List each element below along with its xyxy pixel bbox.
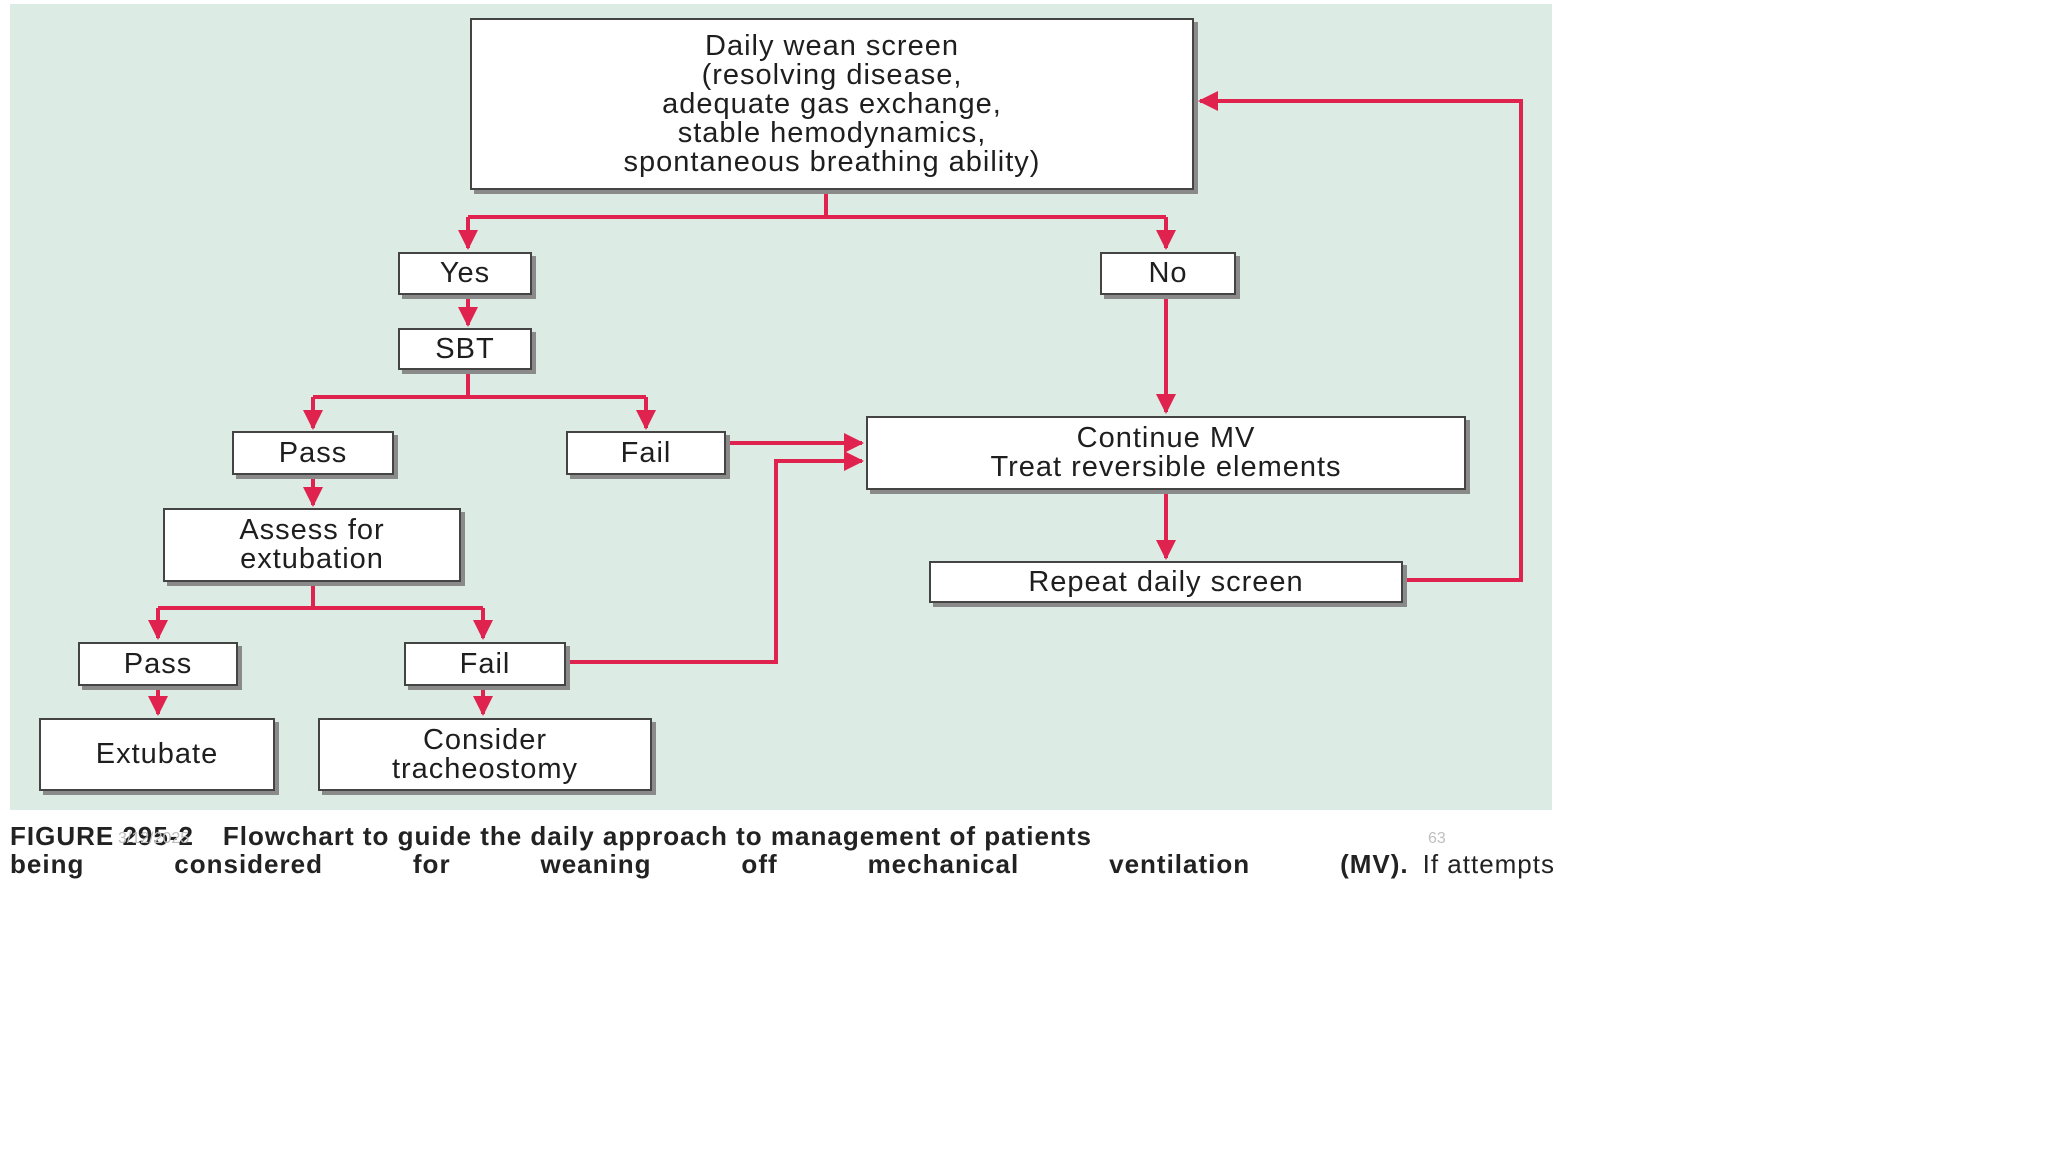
- consider-tracheostomy-box: Consider tracheostomy: [318, 718, 652, 791]
- repeat-label: Repeat daily screen: [1028, 565, 1304, 598]
- connector-lines: [148, 91, 1523, 716]
- screen-line: Daily wean screen: [705, 29, 959, 62]
- repeat-daily-screen-box: Repeat daily screen: [929, 561, 1403, 603]
- screen-line: (resolving disease,: [701, 58, 963, 91]
- no-box: No: [1100, 252, 1236, 295]
- figure-label: FIGURE 295-2: [10, 821, 194, 851]
- caption-line-1: FIGURE 295-2 Flowchart to guide the dail…: [10, 822, 1555, 850]
- arrow-fail2-to-continue: [567, 451, 864, 664]
- fail-box-1: Fail: [566, 431, 726, 475]
- assess-line: Assess for: [239, 514, 385, 546]
- yes-label: Yes: [439, 257, 491, 289]
- pass-label: Pass: [278, 436, 348, 469]
- fail-label: Fail: [620, 436, 672, 469]
- yes-box: Yes: [398, 252, 532, 295]
- sbt-label: SBT: [435, 332, 495, 365]
- slide-number: 63: [1428, 830, 1446, 847]
- screen-line: spontaneous breathing ability): [623, 145, 1041, 178]
- caption-line-2: being considered for weaning off mechani…: [10, 850, 1555, 878]
- screen-line: stable hemodynamics,: [677, 116, 987, 149]
- slide-date: 3/12/2025: [118, 830, 190, 847]
- no-label: No: [1148, 257, 1188, 289]
- tracheostomy-line: Consider: [422, 723, 548, 756]
- tracheostomy-line: tracheostomy: [391, 752, 579, 785]
- slide: Daily wean screen (resolving disease, ad…: [10, 4, 1555, 878]
- screen-line: adequate gas exchange,: [662, 87, 1002, 120]
- continue-line: Treat reversible elements: [990, 451, 1342, 483]
- connector-assess-split: [158, 582, 483, 610]
- pass-box-1: Pass: [232, 431, 394, 475]
- fail-box-2: Fail: [404, 642, 566, 686]
- figure-caption: FIGURE 295-2 Flowchart to guide the dail…: [10, 822, 1555, 878]
- pass-box-2: Pass: [78, 642, 238, 686]
- extubate-box: Extubate: [39, 718, 275, 791]
- continue-line: Continue MV: [1076, 422, 1256, 454]
- sbt-box: SBT: [398, 328, 532, 370]
- caption-line-2-bold: being considered for weaning off mechani…: [10, 849, 1409, 879]
- assess-extubation-box: Assess for extubation: [163, 508, 461, 582]
- connector-screen-split: [468, 190, 1166, 219]
- caption-line-1-text: Flowchart to guide the daily approach to…: [222, 821, 1092, 851]
- fail-label: Fail: [459, 647, 511, 680]
- daily-wean-screen-box: Daily wean screen (resolving disease, ad…: [470, 18, 1194, 190]
- arrow-repeat-to-screen: [1198, 91, 1523, 582]
- continue-mv-box: Continue MV Treat reversible elements: [866, 416, 1466, 490]
- caption-line-2-tail: If attempts: [1422, 849, 1555, 879]
- connector-sbt-split: [313, 370, 646, 399]
- extubate-label: Extubate: [95, 738, 219, 770]
- pass-label: Pass: [123, 647, 193, 680]
- assess-line: extubation: [240, 543, 384, 575]
